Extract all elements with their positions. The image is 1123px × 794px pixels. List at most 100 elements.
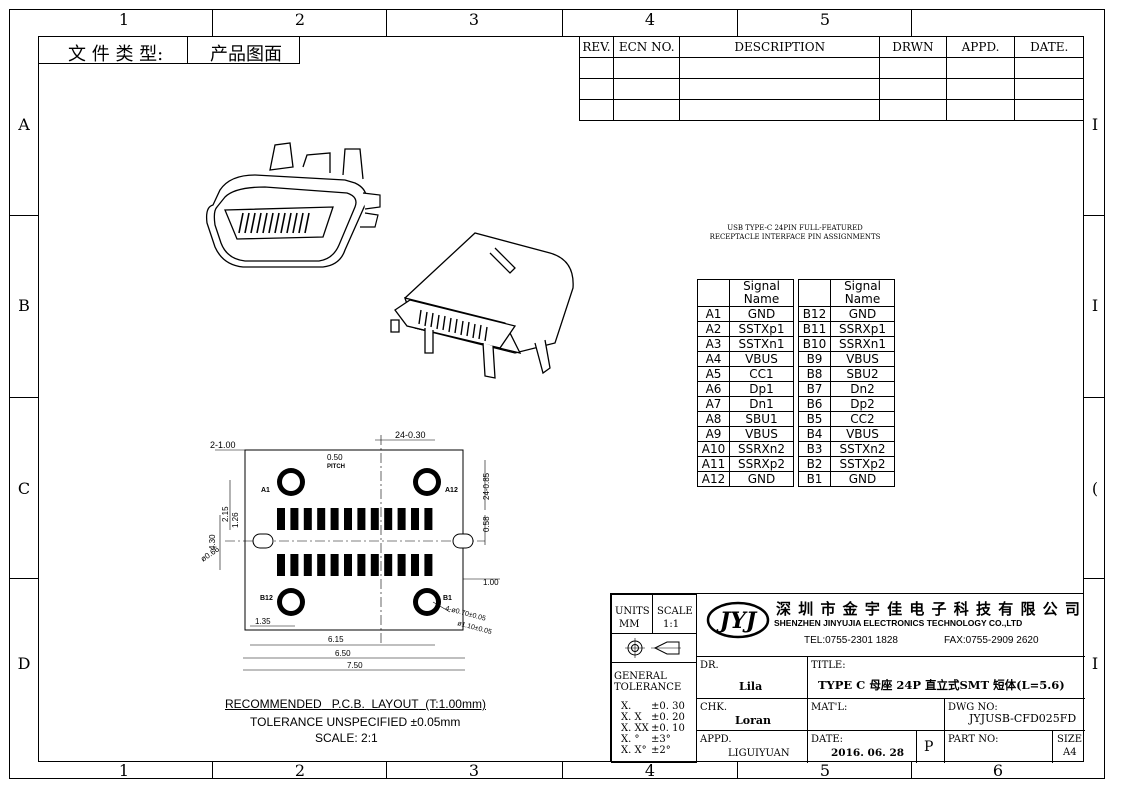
zone-bottom-3: 3 [468, 761, 480, 780]
company-name-en: SHENZHEN JINYUJIA ELECTRONICS TECHNOLOGY… [774, 618, 1023, 628]
title-label: TITLE: [811, 660, 846, 671]
pads-bottom-row [277, 554, 433, 576]
dim-650: 6.50 [335, 649, 351, 658]
zone-top-5: 5 [819, 10, 831, 29]
zone-divider [1084, 215, 1105, 216]
size-label: SIZE [1057, 734, 1083, 745]
mount-holes [277, 468, 441, 616]
pin-b-id: B2 [798, 456, 831, 472]
appd-value: LIGUIYUAN [728, 748, 790, 759]
signal-name-header-b: Signal Name [830, 279, 895, 307]
smt-pad [290, 554, 299, 576]
pin-b-signal: VBUS [830, 426, 895, 442]
tolerance-key: X. XX [621, 723, 649, 734]
zone-top-1: 1 [118, 10, 130, 29]
zone-left-b: B [18, 296, 30, 315]
dr-value: Lila [739, 680, 763, 693]
date-label: DATE: [811, 734, 844, 745]
zone-divider [911, 9, 912, 36]
chk-label: CHK. [700, 702, 728, 713]
signal-name-header-a: Signal Name [729, 279, 794, 307]
pin-a-signal: SSRXn2 [729, 441, 794, 457]
company-tel: TEL:0755-2301 1828 [804, 635, 898, 646]
pin-a-id: A10 [697, 441, 730, 457]
part-label: PART NO: [948, 734, 999, 745]
zone-divider [9, 215, 38, 216]
smt-pad [317, 554, 326, 576]
pin-b-signal: GND [830, 471, 895, 487]
dim-135: 1.35 [255, 617, 271, 626]
zone-divider [1084, 578, 1105, 579]
pin-a-signal: SSTXn1 [729, 336, 794, 352]
dim-24-085: 24-0.85 [482, 472, 491, 500]
tolerance-value: ±0. 10 [651, 723, 685, 734]
zone-right-b: I [1091, 296, 1099, 315]
pin-a-id: A6 [697, 381, 730, 397]
zone-top-3: 3 [468, 10, 480, 29]
pcb-note-3: SCALE: 2:1 [315, 731, 378, 745]
units-value: MM [619, 619, 640, 630]
pin-b-signal: SSTXn2 [830, 441, 895, 457]
zone-right-a: I [1091, 115, 1099, 134]
dim-pitch: PITCH [327, 464, 345, 470]
smt-pad [370, 508, 379, 530]
dim-615: 6.15 [328, 635, 344, 644]
pin-caption-line1: USB TYPE-C 24PIN FULL-FEATURED [727, 224, 863, 232]
zone-bottom-4: 4 [644, 761, 656, 780]
pcb-note-1: RECOMMENDED P.C.B. LAYOUT (T:1.00mm) [225, 697, 486, 711]
dim-hole1: 4-ø0.70±0.05 [444, 605, 486, 623]
pin-label-b12: B12 [260, 595, 273, 602]
pin-b-signal: VBUS [830, 351, 895, 367]
pin-a-signal: SSTXp1 [729, 321, 794, 337]
zone-divider [386, 762, 387, 779]
smt-pad [344, 508, 352, 530]
pin-table-caption: USB TYPE-C 24PIN FULL-FEATURED RECEPTACL… [690, 224, 900, 242]
smt-pad [424, 508, 433, 530]
pin-b-id: B10 [798, 336, 831, 352]
dim-126: 1.26 [231, 512, 240, 528]
pin-b-signal: SBU2 [830, 366, 895, 382]
appd-header: APPD. [945, 36, 1016, 58]
pcb-layout-drawing: 2-1.00 0.50 PITCH 24-0.30 24-0.85 0.58 2… [199, 430, 500, 671]
ecn-header: ECN NO. [612, 36, 681, 58]
zone-bottom-5: 5 [819, 761, 831, 780]
tolerance-value: ±2° [651, 745, 671, 756]
smt-pad [303, 554, 312, 576]
doc-type-label: 文 件 类 型: [68, 44, 164, 65]
title-block: UNITS MM SCALE 1:1 GENERAL TOLERANCE X.±… [610, 593, 1085, 763]
logo-text: JYJ [716, 608, 758, 634]
company-logo: JYJ [706, 601, 770, 639]
smt-pad [384, 554, 393, 576]
zone-bottom-6: 6 [992, 761, 1004, 780]
title-value: TYPE C 母座 24P 直立式SMT 短体(L=5.6) [818, 678, 1065, 692]
pcb-note-2: TOLERANCE UNSPECIFIED ±0.05mm [250, 715, 461, 729]
pin-a-id: A5 [697, 366, 730, 382]
pin-a-id: A9 [697, 426, 730, 442]
tolerance-key: X. ° [621, 734, 640, 745]
dim-050: 0.50 [327, 453, 343, 462]
pin-a-signal: SSRXp2 [729, 456, 794, 472]
projection-symbol-icon [625, 638, 681, 658]
connector-front-view [205, 142, 381, 268]
pin-b-id: B11 [798, 321, 831, 337]
doc-type-value: 产品图面 [210, 44, 282, 65]
pin-a-signal: Dp1 [729, 381, 794, 397]
zone-right-d: I [1091, 654, 1099, 673]
zone-top-4: 4 [644, 10, 656, 29]
smt-pad [277, 554, 285, 576]
chk-value: Loran [735, 714, 771, 727]
pin-a-signal: Dn1 [729, 396, 794, 412]
zone-divider [212, 9, 213, 36]
pin-a-signal: GND [729, 306, 794, 322]
tolerance-value: ±3° [651, 734, 671, 745]
